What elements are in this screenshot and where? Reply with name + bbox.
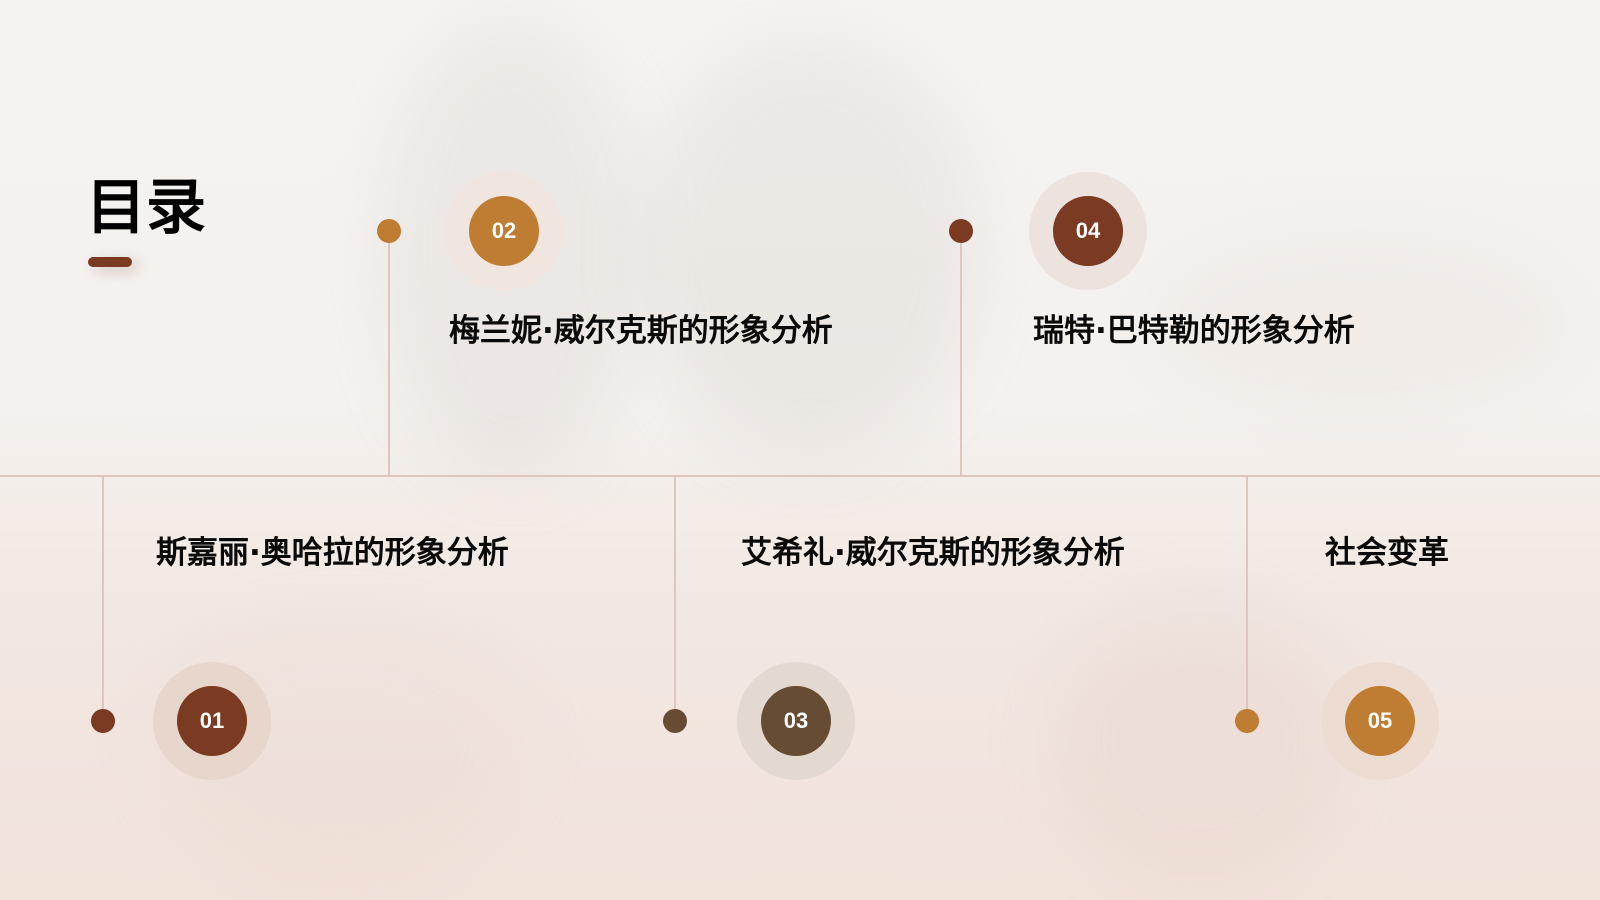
toc-label[interactable]: 社会变革 xyxy=(1325,535,1449,571)
timeline-dot xyxy=(949,219,973,243)
number-badge: 04 xyxy=(1053,196,1123,266)
number-badge: 02 xyxy=(469,196,539,266)
toc-label[interactable]: 梅兰妮·威尔克斯的形象分析 xyxy=(449,313,833,349)
timeline-connector xyxy=(960,231,962,476)
timeline-connector xyxy=(674,476,676,721)
timeline-connector xyxy=(102,476,104,721)
toc-label[interactable]: 艾希礼·威尔克斯的形象分析 xyxy=(741,535,1125,571)
timeline-dot xyxy=(377,219,401,243)
title-accent-bar xyxy=(88,257,132,267)
timeline-horizontal-line xyxy=(0,475,1600,477)
timeline-dot xyxy=(91,709,115,733)
number-badge: 01 xyxy=(177,686,247,756)
timeline-connector xyxy=(1246,476,1248,721)
page-title: 目录 xyxy=(86,173,206,243)
timeline-connector xyxy=(388,231,390,476)
timeline-dot xyxy=(663,709,687,733)
number-badge: 03 xyxy=(761,686,831,756)
timeline-dot xyxy=(1235,709,1259,733)
number-badge: 05 xyxy=(1345,686,1415,756)
toc-label[interactable]: 瑞特·巴特勒的形象分析 xyxy=(1033,313,1355,349)
toc-label[interactable]: 斯嘉丽·奥哈拉的形象分析 xyxy=(156,535,509,571)
